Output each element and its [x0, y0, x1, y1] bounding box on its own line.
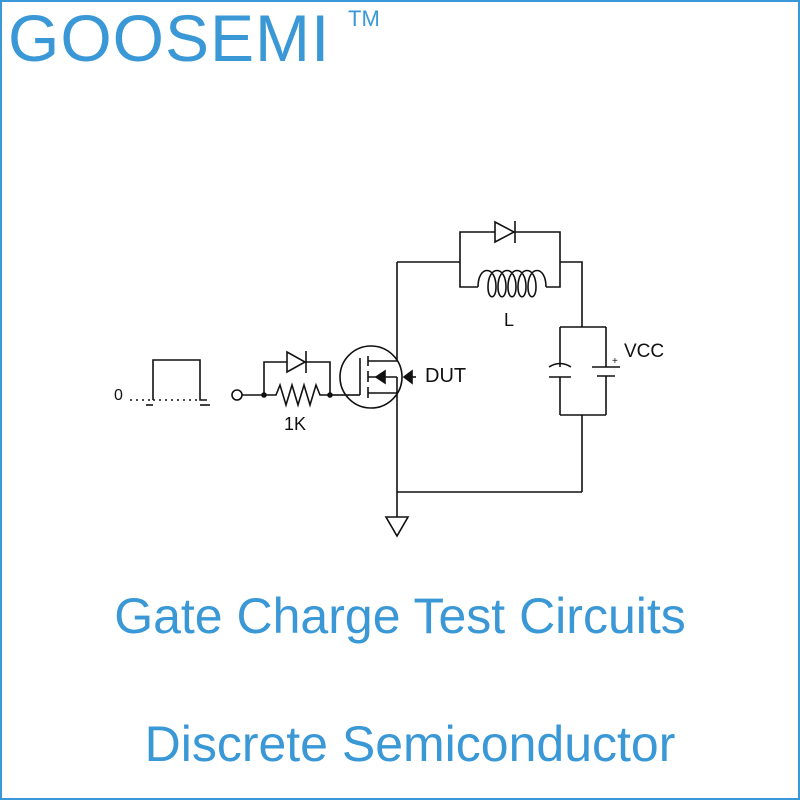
- main-title: Gate Charge Test Circuits: [114, 588, 686, 644]
- dut-label: DUT: [425, 365, 466, 387]
- trademark-mark: TM: [348, 6, 380, 31]
- vcc-label: VCC: [624, 341, 664, 362]
- resistor-value-label: 1K: [284, 414, 306, 434]
- waveform-zero-label: 0: [114, 387, 123, 404]
- gate-resistor-diode-network: [242, 350, 345, 408]
- vcc-plus-label: +: [612, 356, 618, 367]
- vcc-supply-icon: [548, 326, 620, 492]
- inductor-label: L: [504, 310, 514, 330]
- inductor-diode-network: [459, 220, 583, 327]
- ground-symbol-icon: [384, 492, 410, 538]
- brand-logo-text: GOOSEMI: [8, 1, 331, 75]
- pulse-waveform-icon: [130, 359, 210, 406]
- input-terminal: [231, 389, 243, 401]
- mosfet-dut-icon: [339, 262, 416, 492]
- subtitle: Discrete Semiconductor: [144, 716, 676, 772]
